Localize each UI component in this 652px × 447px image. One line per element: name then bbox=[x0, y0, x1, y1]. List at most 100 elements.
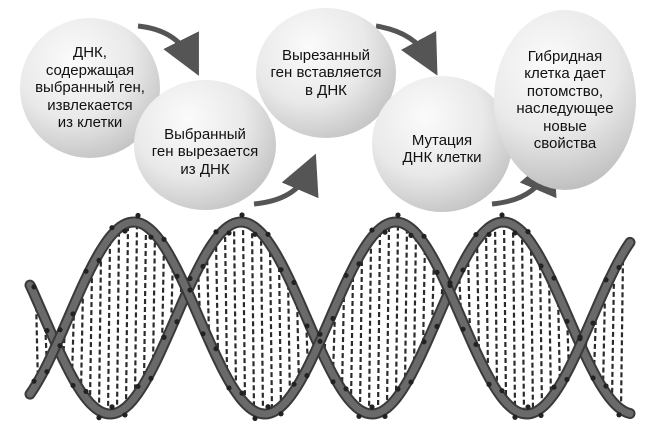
base-pair bbox=[520, 231, 526, 414]
base-pair bbox=[88, 269, 94, 404]
atom bbox=[57, 343, 63, 349]
atom bbox=[486, 231, 492, 238]
atom bbox=[473, 341, 479, 348]
base-pair bbox=[250, 225, 256, 410]
atom bbox=[369, 227, 375, 233]
base-pair bbox=[286, 276, 292, 400]
atom bbox=[122, 228, 128, 234]
base-pair bbox=[439, 273, 445, 311]
atom bbox=[109, 404, 115, 410]
atom bbox=[330, 379, 336, 385]
atom bbox=[96, 415, 102, 421]
step-extract-dna: ДНК, содержащая выбранный ген, извлекает… bbox=[20, 18, 160, 158]
base-pair bbox=[511, 224, 517, 409]
atom bbox=[213, 346, 219, 352]
atom bbox=[31, 378, 37, 384]
base-pair bbox=[547, 274, 553, 401]
base-pair bbox=[529, 242, 535, 414]
helix-strand-a bbox=[26, 218, 634, 418]
atom bbox=[343, 386, 349, 392]
atom bbox=[434, 269, 440, 276]
base-pair bbox=[232, 223, 238, 390]
base-pair bbox=[376, 230, 382, 414]
atom bbox=[616, 412, 622, 418]
atom bbox=[421, 233, 427, 239]
atom bbox=[460, 267, 466, 273]
atom bbox=[200, 263, 206, 269]
base-pair bbox=[214, 238, 220, 356]
atom bbox=[616, 264, 622, 271]
atom bbox=[70, 382, 76, 389]
atom bbox=[395, 386, 401, 392]
atom bbox=[174, 319, 180, 325]
atom bbox=[525, 229, 531, 235]
base-pair bbox=[475, 240, 481, 354]
base-pair bbox=[538, 257, 544, 410]
atom bbox=[226, 385, 232, 391]
atom bbox=[512, 414, 518, 420]
atom bbox=[135, 383, 141, 389]
base-pair bbox=[385, 224, 391, 408]
atom bbox=[447, 282, 453, 289]
atom bbox=[148, 375, 154, 381]
atom bbox=[577, 336, 583, 342]
step-mutation-text: Мутация ДНК клетки bbox=[402, 131, 482, 167]
atom bbox=[278, 411, 284, 417]
base-pair bbox=[466, 254, 472, 334]
atom bbox=[356, 413, 362, 419]
atom bbox=[252, 415, 258, 422]
atom bbox=[499, 388, 505, 394]
atom bbox=[590, 320, 596, 326]
atom bbox=[265, 404, 271, 410]
atom bbox=[382, 413, 388, 420]
atom bbox=[31, 284, 37, 290]
base-pair bbox=[412, 231, 418, 370]
atom bbox=[551, 275, 557, 281]
helix-strand-b bbox=[26, 218, 634, 418]
step-extract-dna-text: ДНК, содержащая выбранный ген, извлекает… bbox=[35, 44, 145, 132]
atom bbox=[187, 275, 193, 282]
atom bbox=[551, 384, 557, 390]
atom bbox=[161, 334, 167, 340]
base-pair bbox=[133, 222, 139, 398]
atom bbox=[564, 376, 570, 383]
atom bbox=[356, 261, 362, 267]
atom bbox=[109, 225, 115, 231]
atom bbox=[83, 388, 89, 395]
atom bbox=[291, 381, 297, 387]
base-pair bbox=[349, 272, 355, 402]
arrow-3-to-4 bbox=[375, 23, 438, 76]
atom bbox=[499, 212, 505, 218]
step-insert-gene-text: Вырезанный ген вставляется в ДНК bbox=[270, 46, 382, 99]
step-cut-gene: Выбранный ген вырезается из ДНК bbox=[134, 80, 276, 210]
atom bbox=[70, 311, 76, 317]
atom bbox=[187, 287, 193, 293]
base-pair bbox=[268, 244, 274, 414]
atom bbox=[421, 339, 427, 345]
helix-backbones bbox=[24, 216, 636, 420]
atom bbox=[408, 232, 414, 239]
atom bbox=[460, 326, 466, 332]
base-pair bbox=[601, 293, 607, 389]
base-pair bbox=[484, 229, 490, 372]
step-cut-gene-text: Выбранный ген вырезается из ДНК bbox=[151, 125, 259, 178]
atom bbox=[278, 267, 284, 273]
base-pair bbox=[610, 274, 616, 401]
base-pair bbox=[358, 255, 364, 411]
atom bbox=[525, 404, 531, 410]
atom bbox=[148, 234, 154, 240]
base-pair bbox=[259, 232, 265, 414]
atom bbox=[291, 279, 297, 286]
atom bbox=[44, 369, 50, 375]
base-pair bbox=[493, 223, 499, 388]
base-pair bbox=[223, 229, 229, 374]
base-pair bbox=[367, 240, 373, 414]
atom bbox=[564, 318, 570, 324]
arrow-1-to-2 bbox=[137, 23, 199, 76]
base-pair bbox=[394, 221, 400, 399]
atom bbox=[486, 381, 492, 388]
atom bbox=[213, 229, 219, 235]
base-pair bbox=[124, 223, 130, 408]
base-pair bbox=[160, 243, 166, 349]
